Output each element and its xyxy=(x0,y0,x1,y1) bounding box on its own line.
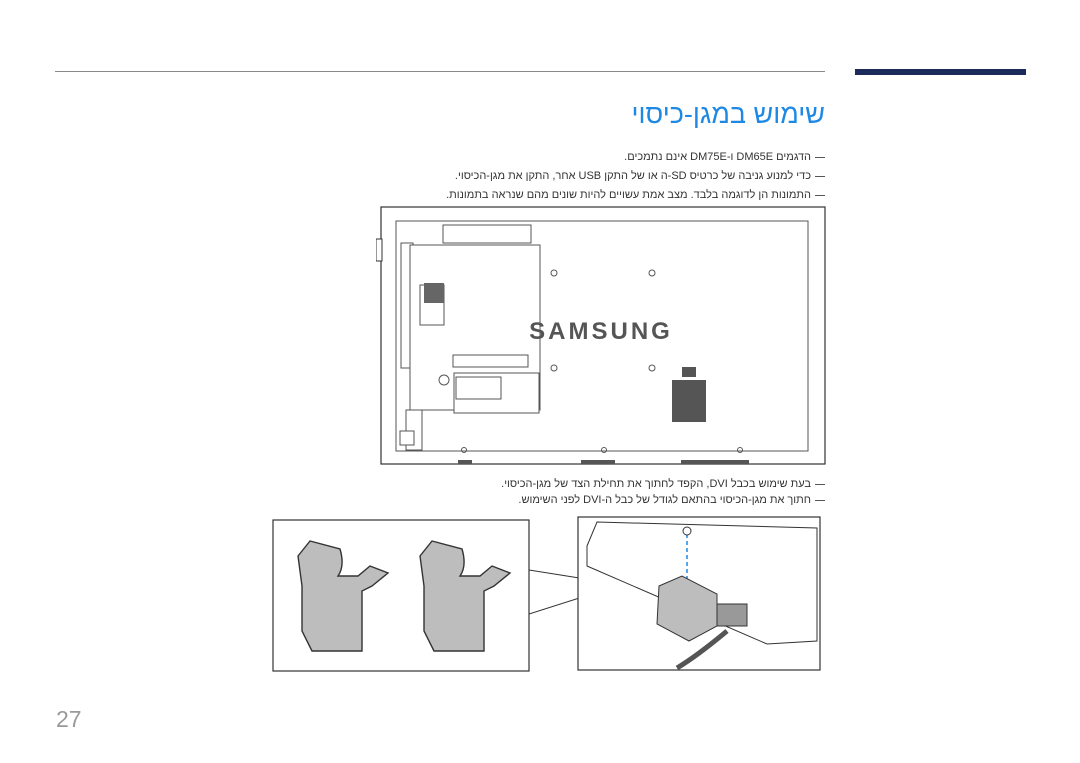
dash-icon xyxy=(815,156,825,158)
note-text: הדגמים DM65E ו-DM75E אינם נתמכים. xyxy=(624,151,811,163)
note-line-2: כדי למנוע גניבה של כרטיס SD-ה או של התקן… xyxy=(455,170,825,182)
dash-icon xyxy=(815,483,825,485)
note-line-4: בעת שימוש בכבל DVI, הקפד לחתוך את תחילת … xyxy=(501,478,825,490)
note-line-1: הדגמים DM65E ו-DM75E אינם נתמכים. xyxy=(624,151,825,163)
note-text: כדי למנוע גניבה של כרטיס SD-ה או של התקן… xyxy=(454,170,811,182)
page-title: שימוש במגן-כיסוי xyxy=(631,99,825,129)
note-text: התמונות הן לדוגמה בלבד. מצב אמת עשויים ל… xyxy=(446,189,811,201)
note-text: בעת שימוש בכבל DVI, הקפד לחתוך את תחילת … xyxy=(501,478,811,490)
dash-icon xyxy=(815,499,825,501)
header-rule xyxy=(55,71,825,72)
note-line-3: התמונות הן לדוגמה בלבד. מצב אמת עשויים ל… xyxy=(446,189,825,201)
note-text: חתוך את מגן-הכיסוי בהתאם לגודל של כבל ה-… xyxy=(518,494,811,506)
brand-logo: SAMSUNG xyxy=(529,318,673,345)
page-number: 27 xyxy=(56,706,82,732)
cover-shield-illustration xyxy=(272,519,530,672)
dash-icon xyxy=(815,194,825,196)
tv-back-illustration: SAMSUNG xyxy=(376,206,826,465)
note-line-5: חתוך את מגן-הכיסוי בהתאם לגודל של כבל ה-… xyxy=(518,494,825,506)
header-accent-bar xyxy=(855,69,1026,75)
dash-icon xyxy=(815,175,825,177)
cable-attach-illustration xyxy=(577,516,821,671)
